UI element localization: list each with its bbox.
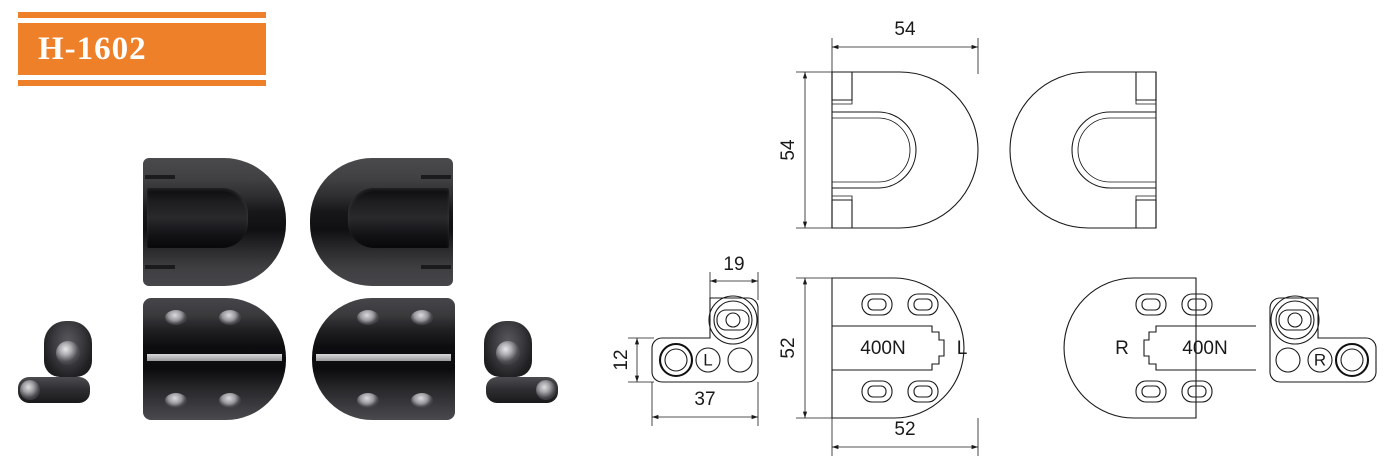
cap-bore (348, 188, 449, 248)
model-banner: H-1602 (18, 12, 266, 86)
cap-notch-top (145, 175, 175, 179)
plate-right-hand-label: R (1115, 338, 1129, 359)
plate-strip (147, 354, 282, 361)
plate-screw (357, 393, 379, 408)
drawing-plate-left: 400N L (831, 277, 968, 419)
photo-mounting-plate-right (312, 298, 455, 420)
cap-notch-top (421, 175, 451, 179)
banner-bottom-rule (18, 80, 266, 86)
model-code-label: H-1602 (38, 30, 147, 67)
photo-pivot-bracket-right (480, 315, 558, 407)
dimension-plate-width: 52 (831, 418, 979, 456)
plate-screw (219, 393, 241, 408)
cap-notch-bottom (145, 265, 175, 269)
bracket-left-marking: L (703, 350, 712, 369)
photo-cap-profile-right (310, 158, 453, 286)
dim-label-54-height: 54 (778, 139, 799, 161)
pivot-hub (496, 341, 520, 365)
product-photo-group (0, 130, 600, 450)
dimension-bracket-19: 19 (709, 254, 759, 300)
plate-left-force-label: 400N (860, 338, 905, 359)
banner-body: H-1602 (18, 23, 266, 75)
drawing-top-view-right (1009, 71, 1157, 229)
dim-label-19: 19 (723, 254, 744, 275)
dimension-top-height: 54 (778, 71, 834, 229)
plate-screw (411, 393, 433, 408)
dim-label-54-width: 54 (894, 19, 916, 40)
dimension-bracket-12: 12 (611, 337, 654, 383)
dim-label-52-height: 52 (778, 337, 799, 358)
pivot-tip (20, 380, 40, 400)
photo-pivot-bracket-left (18, 315, 96, 407)
banner-top-gap (18, 18, 266, 23)
photo-cap-profile-left (143, 158, 286, 286)
bracket-right-marking: R (1314, 350, 1326, 369)
plate-screw (411, 310, 433, 325)
banner-bottom-gap (18, 75, 266, 80)
plate-right-force-label: 400N (1182, 338, 1227, 359)
drawing-plate-right: 400N R (1063, 277, 1256, 419)
banner-top-rule (18, 12, 266, 18)
plate-screw (219, 310, 241, 325)
plate-left-hand-label: L (957, 338, 968, 359)
plate-left-slots (861, 293, 939, 403)
photo-mounting-plate-left (143, 298, 286, 420)
pivot-hub (56, 341, 80, 365)
dimension-plate-height: 52 (778, 277, 834, 419)
drawing-top-view-left (831, 71, 979, 229)
plate-screw (165, 310, 187, 325)
cap-bore (147, 188, 248, 248)
dimension-top-width: 54 (831, 19, 979, 74)
pivot-tip (536, 380, 556, 400)
dim-label-37: 37 (694, 389, 715, 410)
plate-screw (357, 310, 379, 325)
plate-strip (316, 354, 451, 361)
cap-notch-bottom (421, 265, 451, 269)
plate-screw (165, 393, 187, 408)
dimension-bracket-37: 37 (651, 382, 759, 426)
drawing-bracket-small-left: L (651, 295, 759, 383)
dim-label-52-width: 52 (894, 419, 915, 440)
plate-right-slots (1135, 293, 1213, 403)
drawing-bracket-small-right: R (1269, 295, 1377, 383)
dim-label-12: 12 (611, 349, 632, 370)
technical-drawing-group: 54 54 L 19 12 (600, 0, 1388, 463)
